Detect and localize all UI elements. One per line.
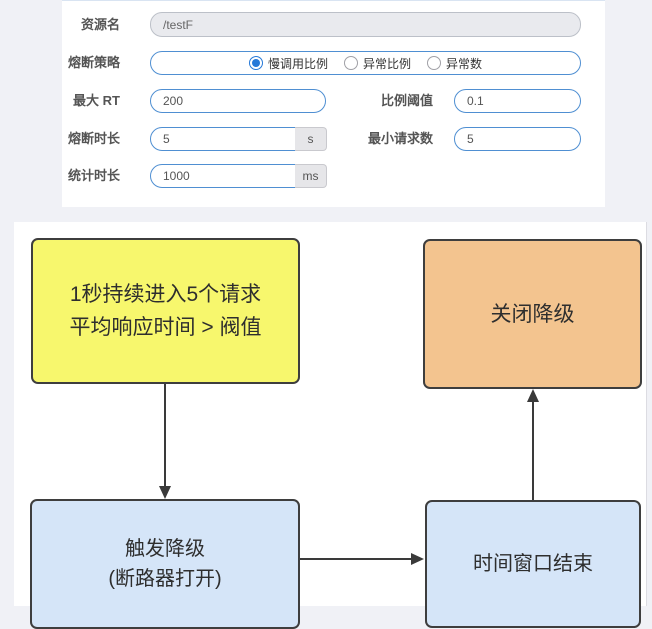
ratio-threshold-input[interactable] xyxy=(454,89,581,113)
break-duration-unit: s xyxy=(295,127,327,151)
max-rt-label: 最大 RT xyxy=(73,93,120,108)
radio-option-slow-call-ratio[interactable]: 慢调用比例 xyxy=(248,55,328,72)
ratio-threshold-label: 比例阈值 xyxy=(380,93,433,108)
node-condition: 1秒持续进入5个请求 平均响应时间 > 阀值 xyxy=(31,238,300,384)
break-duration-input[interactable] xyxy=(150,127,296,151)
radio-unselected-icon xyxy=(343,56,358,70)
radio-unselected-icon xyxy=(427,56,441,70)
stat-duration-input[interactable] xyxy=(150,164,296,188)
node-close-degrade-label: 关闭降级 xyxy=(490,302,575,326)
resource-label: 资源名 xyxy=(80,17,120,32)
radio-selected-icon xyxy=(248,56,263,70)
radio-option-label: 慢调用比例 xyxy=(267,56,328,71)
max-rt-input[interactable] xyxy=(150,89,326,113)
node-condition-line2: 平均响应时间 > 阀值 xyxy=(69,316,262,339)
node-trigger-degrade: 触发降级 (断路器打开) xyxy=(30,499,300,629)
radio-option-label: 异常比例 xyxy=(362,56,411,71)
node-condition-line1: 1秒持续进入5个请求 xyxy=(69,283,262,306)
strategy-radio-group[interactable]: 慢调用比例 异常比例 异常数 xyxy=(150,51,581,75)
node-close-degrade: 关闭降级 xyxy=(423,239,642,389)
node-window-end-label: 时间窗口结束 xyxy=(473,552,593,575)
break-duration-label: 熔断时长 xyxy=(67,131,120,146)
radio-option-label: 异常数 xyxy=(446,56,483,71)
radio-option-exception-ratio[interactable]: 异常比例 xyxy=(343,55,411,72)
min-requests-label: 最小请求数 xyxy=(367,131,433,146)
radio-option-exception-count[interactable]: 异常数 xyxy=(427,55,482,72)
node-trigger-degrade-line1: 触发降级 xyxy=(125,538,205,560)
degrade-rule-form: 资源名 熔断策略 慢调用比例 异常比例 异常数 最大 RT 比例阈值 熔断时长 … xyxy=(62,0,605,207)
stat-duration-unit: ms xyxy=(295,164,327,188)
resource-input[interactable] xyxy=(150,12,581,37)
stat-duration-label: 统计时长 xyxy=(67,168,120,183)
node-window-end: 时间窗口结束 xyxy=(425,500,641,628)
min-requests-input[interactable] xyxy=(454,127,581,151)
strategy-label: 熔断策略 xyxy=(67,55,120,70)
node-trigger-degrade-line2: (断路器打开) xyxy=(108,568,222,590)
